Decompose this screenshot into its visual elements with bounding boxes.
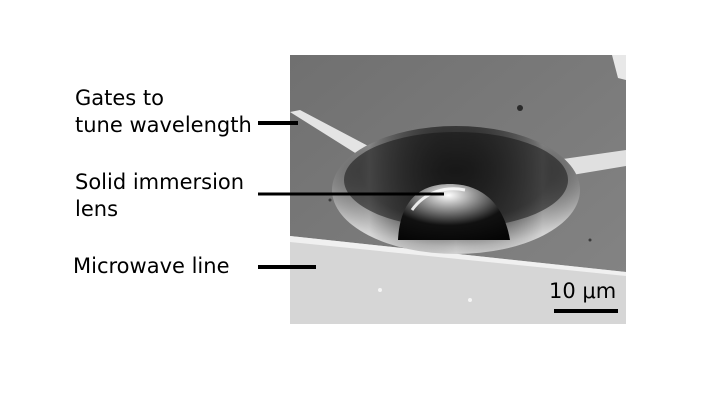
speckle	[588, 238, 592, 242]
gates-label-line1: Gates to	[75, 86, 164, 110]
scale-bar-label: 10 μm	[549, 279, 617, 303]
lens-highlight	[410, 187, 466, 211]
speckle	[517, 105, 523, 111]
sem-image	[290, 55, 626, 324]
microwave-edge	[290, 236, 626, 276]
lens-label: Solid immersion lens	[75, 169, 244, 223]
microwave-label: Microwave line	[73, 253, 230, 280]
gates-label: Gates to tune wavelength	[75, 85, 252, 139]
microwave-label-line1: Microwave line	[73, 254, 230, 278]
gate-strip-left	[290, 110, 372, 156]
gate-strip-top	[612, 55, 626, 80]
lens-label-line2: lens	[75, 197, 119, 221]
speckle	[468, 298, 472, 302]
lens-label-line1: Solid immersion	[75, 170, 245, 194]
gates-label-line2: tune wavelength	[75, 113, 252, 137]
microwave-strip	[290, 236, 626, 324]
speckle	[328, 198, 332, 202]
crater-shadow	[344, 132, 568, 228]
speckle	[378, 288, 382, 292]
gate-strip-right	[556, 150, 626, 176]
